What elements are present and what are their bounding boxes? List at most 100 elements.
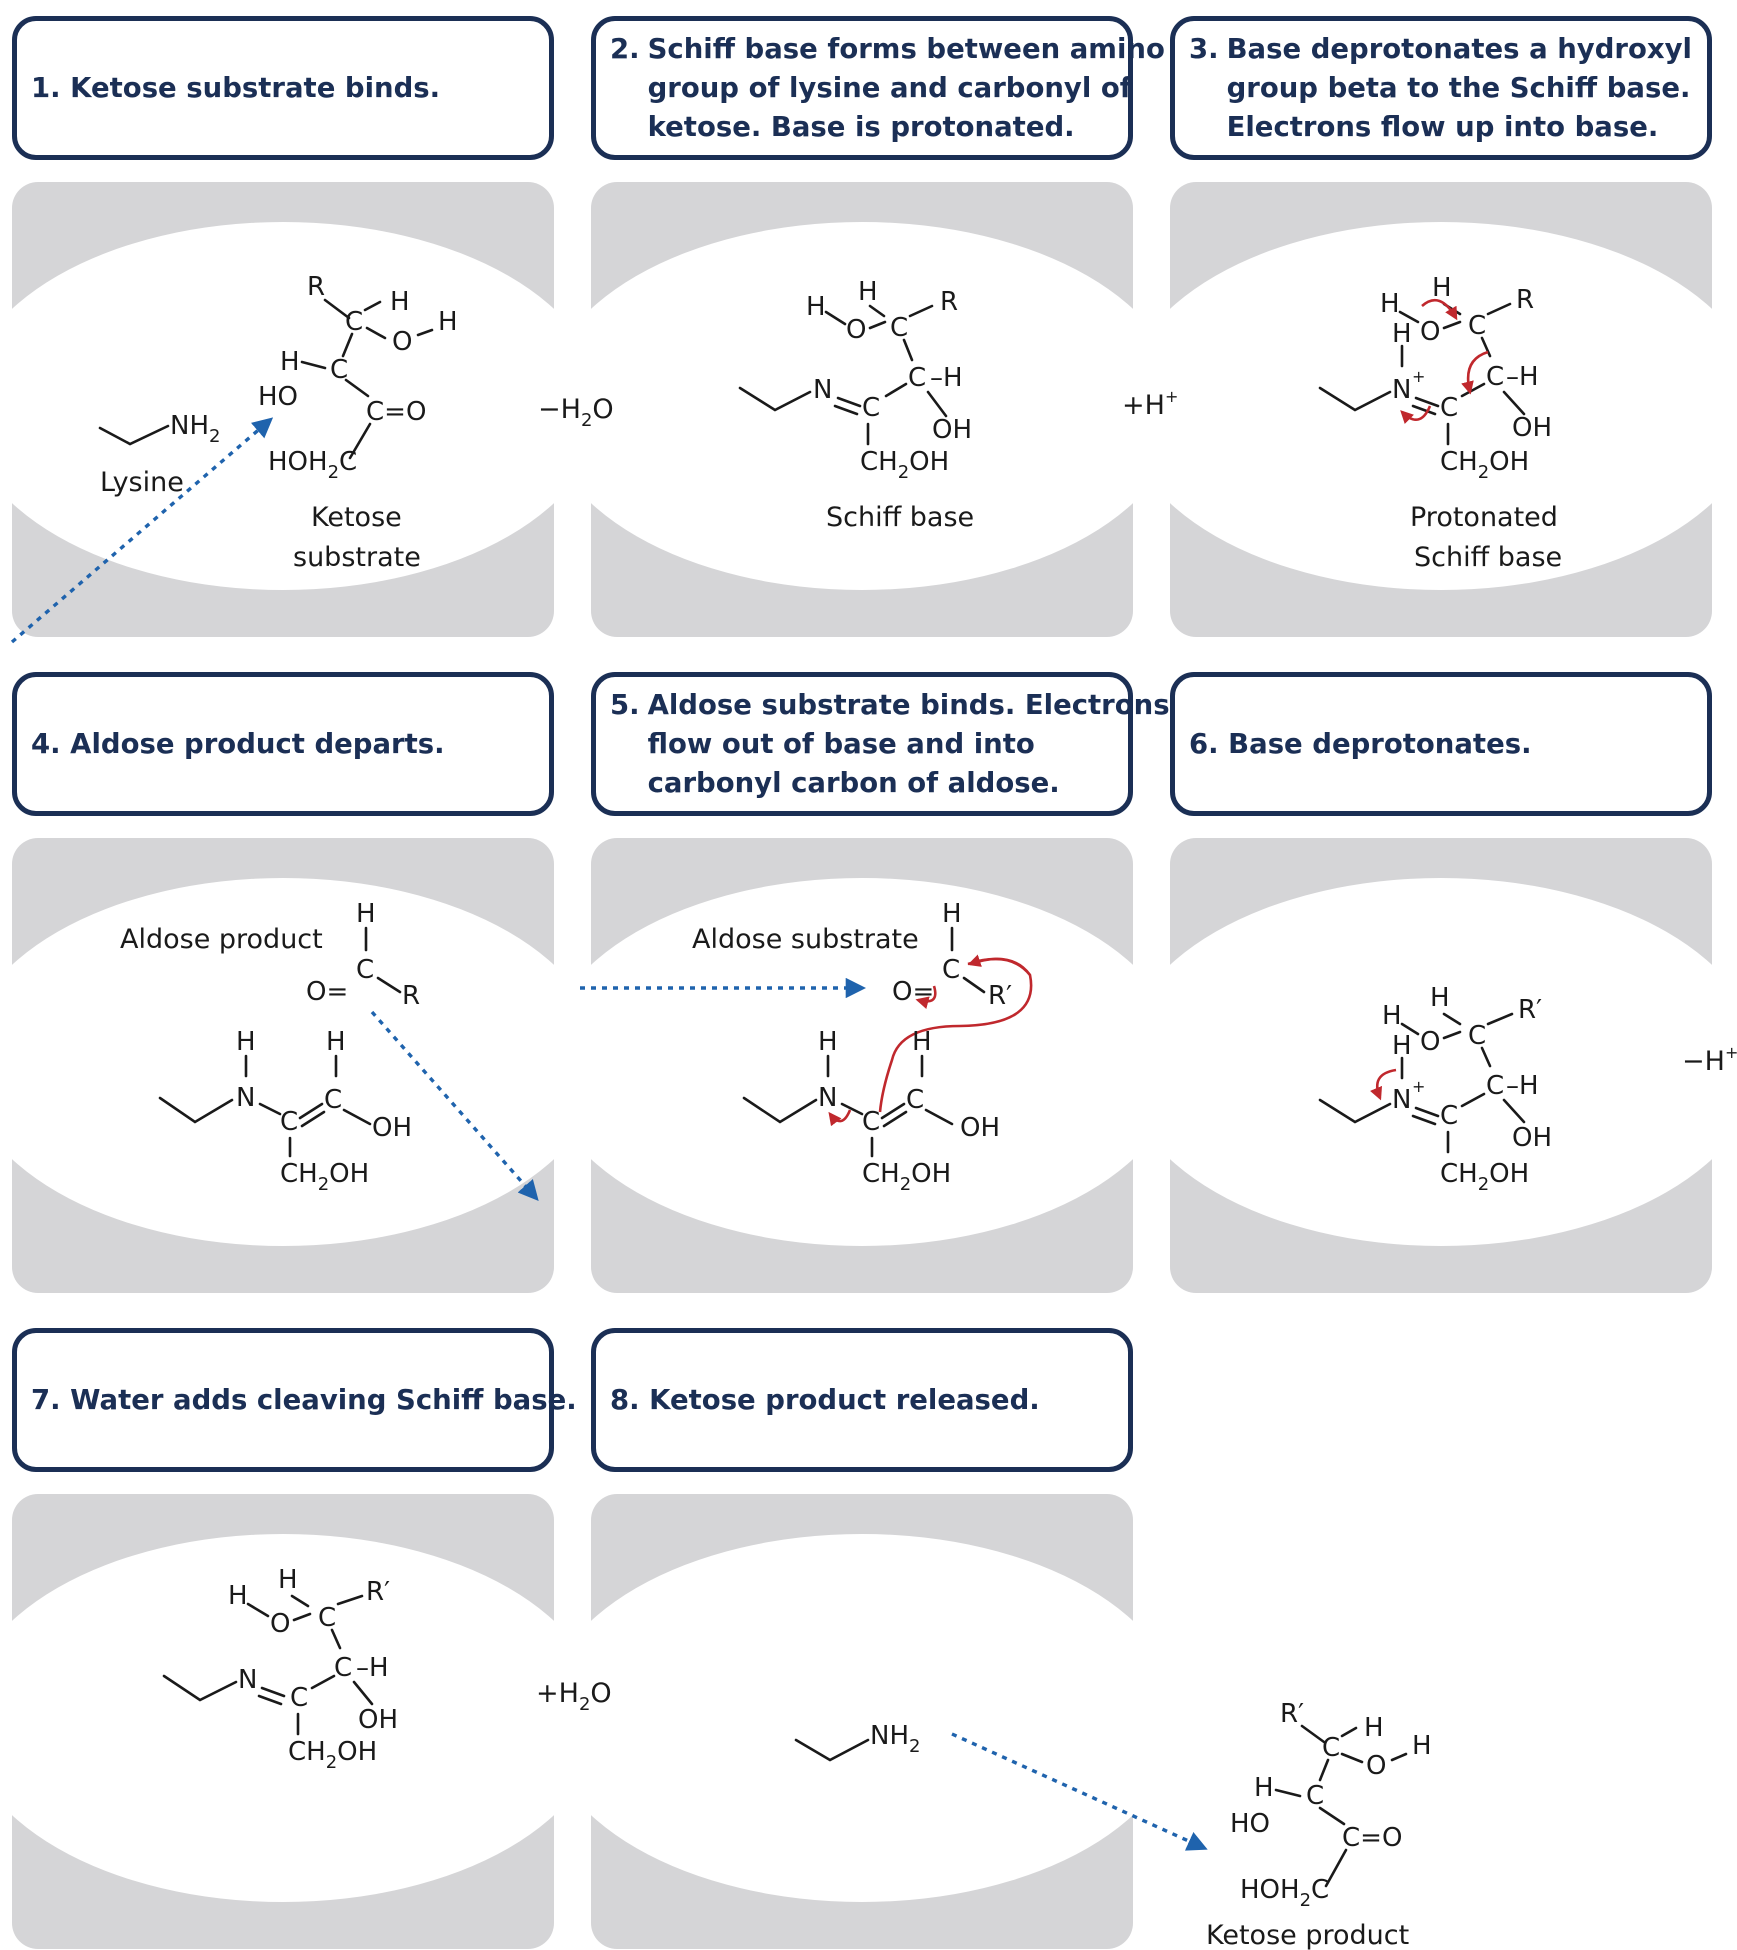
svg-text:OH: OH [1512, 1123, 1552, 1153]
svg-text:CH2OH: CH2OH [1440, 447, 1529, 483]
svg-text:O=: O= [306, 977, 348, 1007]
svg-text:H: H [280, 347, 300, 377]
svg-text:C: C [1468, 1021, 1486, 1051]
svg-text:H: H [806, 292, 826, 322]
svg-text:C: C [862, 1107, 880, 1137]
step-1-box: 1. Ketose substrate binds. [12, 16, 554, 160]
step-8-text: 8. Ketose product released. [610, 1383, 1040, 1416]
svg-text:CH2OH: CH2OH [1440, 1159, 1529, 1195]
svg-text:CH2OH: CH2OH [860, 447, 949, 483]
svg-text:–H: –H [930, 363, 963, 393]
svg-text:H: H [1392, 319, 1412, 349]
svg-text:HOH2C: HOH2C [268, 447, 357, 483]
svg-text:HOH2C: HOH2C [1240, 1875, 1329, 1911]
svg-text:R′: R′ [366, 1577, 390, 1607]
lysine-molecule: NH2 Lysine [98, 411, 220, 498]
svg-text:C: C [345, 307, 363, 337]
svg-text:R: R [402, 981, 420, 1011]
svg-text:HO: HO [1230, 1809, 1270, 1839]
ketose-substrate-label-2: substrate [293, 542, 421, 573]
svg-text:H: H [1254, 1773, 1274, 1803]
svg-text:H: H [1412, 1731, 1432, 1761]
step-5-box: 5.Aldose substrate binds. Electrons flow… [591, 672, 1170, 816]
svg-text:+: + [1412, 367, 1425, 386]
svg-text:H: H [912, 1027, 932, 1057]
svg-text:OH: OH [932, 415, 972, 445]
lysine-label: Lysine [100, 467, 184, 498]
ketose-substrate-label-1: Ketose [311, 502, 402, 533]
svg-text:H: H [1392, 1031, 1412, 1061]
panel-1 [12, 182, 554, 637]
svg-text:OH: OH [1512, 413, 1552, 443]
svg-text:N: N [236, 1083, 255, 1113]
svg-text:O: O [1366, 1751, 1386, 1781]
step-7-box: 7. Water adds cleaving Schiff base. [12, 1328, 577, 1472]
step-6-text: 6. Base deprotonates. [1189, 727, 1532, 760]
svg-text:CH2OH: CH2OH [862, 1159, 951, 1195]
svg-text:C: C [334, 1653, 352, 1683]
lysine-molecule-8: NH2 [794, 1721, 920, 1762]
svg-text:C=O: C=O [366, 397, 426, 427]
plus-proton-label: +H+ [1122, 387, 1178, 421]
minus-proton-label: −H+ [1682, 1043, 1737, 1077]
svg-text:CH2OH: CH2OH [288, 1737, 377, 1773]
panel-3 [1170, 182, 1712, 637]
svg-text:O: O [846, 315, 866, 345]
svg-text:C: C [890, 313, 908, 343]
svg-text:N: N [238, 1665, 257, 1695]
svg-text:C: C [324, 1085, 342, 1115]
schiff-base-molecule: H O H C R C –H OH C CH2OH N Schiff base [738, 277, 974, 533]
svg-text:H: H [438, 307, 458, 337]
svg-text:–H: –H [1506, 1071, 1539, 1101]
svg-text:H: H [236, 1027, 256, 1057]
svg-text:H: H [942, 899, 962, 929]
step-4-text: 4. Aldose product departs. [31, 727, 445, 760]
svg-text:H: H [1432, 273, 1452, 303]
svg-text:C: C [908, 363, 926, 393]
svg-text:R: R [307, 272, 325, 302]
svg-text:C: C [1322, 1733, 1340, 1763]
svg-text:R: R [1516, 285, 1534, 315]
protonated-label-1: Protonated [1410, 502, 1558, 533]
svg-text:C=O: C=O [1342, 1823, 1402, 1853]
svg-text:H: H [228, 1581, 248, 1611]
step-1-text: 1. Ketose substrate binds. [31, 71, 441, 104]
svg-text:O: O [1420, 1027, 1440, 1057]
panel-8 [591, 1494, 1133, 1949]
svg-text:C: C [1486, 362, 1504, 392]
svg-text:R′: R′ [1280, 1699, 1304, 1729]
step-8-box: 8. Ketose product released. [591, 1328, 1133, 1472]
protonated-schiff-base-molecule: H O H C R C –H OH C CH2OH H N + Protonat… [1318, 273, 1562, 573]
panel-2 [591, 182, 1133, 637]
svg-text:H: H [1364, 1713, 1384, 1743]
panel-6 [1170, 838, 1712, 1293]
svg-text:O: O [392, 327, 412, 357]
step-7-text: 7. Water adds cleaving Schiff base. [31, 1383, 577, 1416]
ketose-product-molecule: R′ C H O H C H HO C=O HOH2C Ketose produ… [1206, 1699, 1432, 1950]
svg-text:C: C [290, 1683, 308, 1713]
svg-text:R′: R′ [988, 981, 1012, 1011]
svg-text:CH2OH: CH2OH [280, 1159, 369, 1195]
aldose-substrate-label: Aldose substrate [692, 924, 919, 955]
schiff-base-label: Schiff base [826, 502, 974, 533]
svg-text:C: C [356, 955, 374, 985]
svg-text:H: H [356, 899, 376, 929]
svg-text:–H: –H [356, 1653, 389, 1683]
svg-text:OH: OH [358, 1705, 398, 1735]
svg-text:OH: OH [960, 1113, 1000, 1143]
ketose-product-label: Ketose product [1206, 1920, 1409, 1950]
svg-text:N: N [1392, 375, 1411, 405]
step-4-box: 4. Aldose product departs. [12, 672, 554, 816]
step-5-text: 5.Aldose substrate binds. Electrons flow… [610, 688, 1170, 799]
svg-text:NH2: NH2 [170, 411, 220, 447]
svg-text:C: C [1306, 1781, 1324, 1811]
plus-water-label: +H2O [536, 1678, 612, 1715]
svg-text:C: C [1440, 393, 1458, 423]
ketose-substrate-molecule: R C H O H C H HO C=O HOH2C Ketose substr… [258, 272, 458, 573]
panel-4 [12, 838, 554, 1293]
svg-text:C: C [1468, 311, 1486, 341]
svg-text:C: C [280, 1107, 298, 1137]
svg-text:+: + [1412, 1077, 1425, 1096]
svg-text:H: H [278, 1565, 298, 1595]
